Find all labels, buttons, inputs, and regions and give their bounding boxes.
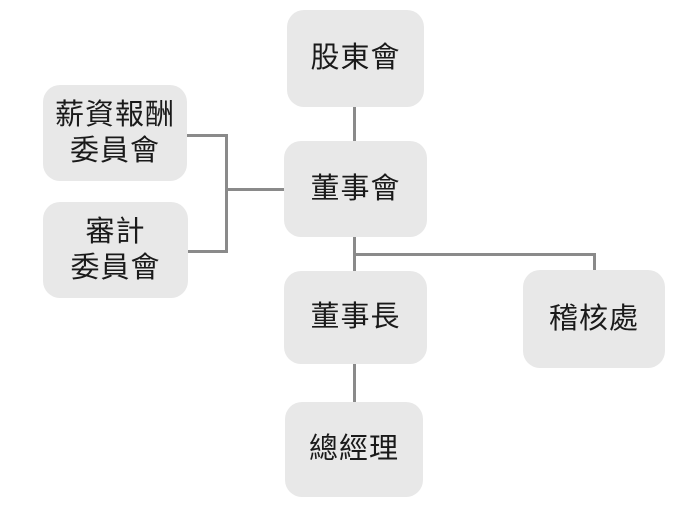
- node-general-manager: 總經理: [285, 402, 423, 497]
- connector-compensation-branch: [187, 134, 225, 137]
- node-audit-office: 稽核處: [523, 270, 665, 368]
- connector-board-audit-office-h: [355, 253, 595, 256]
- node-audit-committee: 審計 委員會: [43, 202, 188, 298]
- node-board-of-directors: 董事會: [284, 141, 427, 237]
- connector-committees-vertical: [225, 134, 228, 253]
- connector-board-audit-office-v: [593, 253, 596, 271]
- node-chairman: 董事長: [284, 271, 427, 364]
- connector-board-chairman: [353, 237, 356, 272]
- connector-shareholders-board: [353, 107, 356, 142]
- connector-chairman-general-manager: [353, 364, 356, 403]
- connector-board-committees: [228, 188, 284, 191]
- node-compensation-committee: 薪資報酬 委員會: [43, 85, 187, 181]
- node-shareholders-meeting: 股東會: [287, 10, 424, 107]
- connector-audit-committee-branch: [188, 250, 225, 253]
